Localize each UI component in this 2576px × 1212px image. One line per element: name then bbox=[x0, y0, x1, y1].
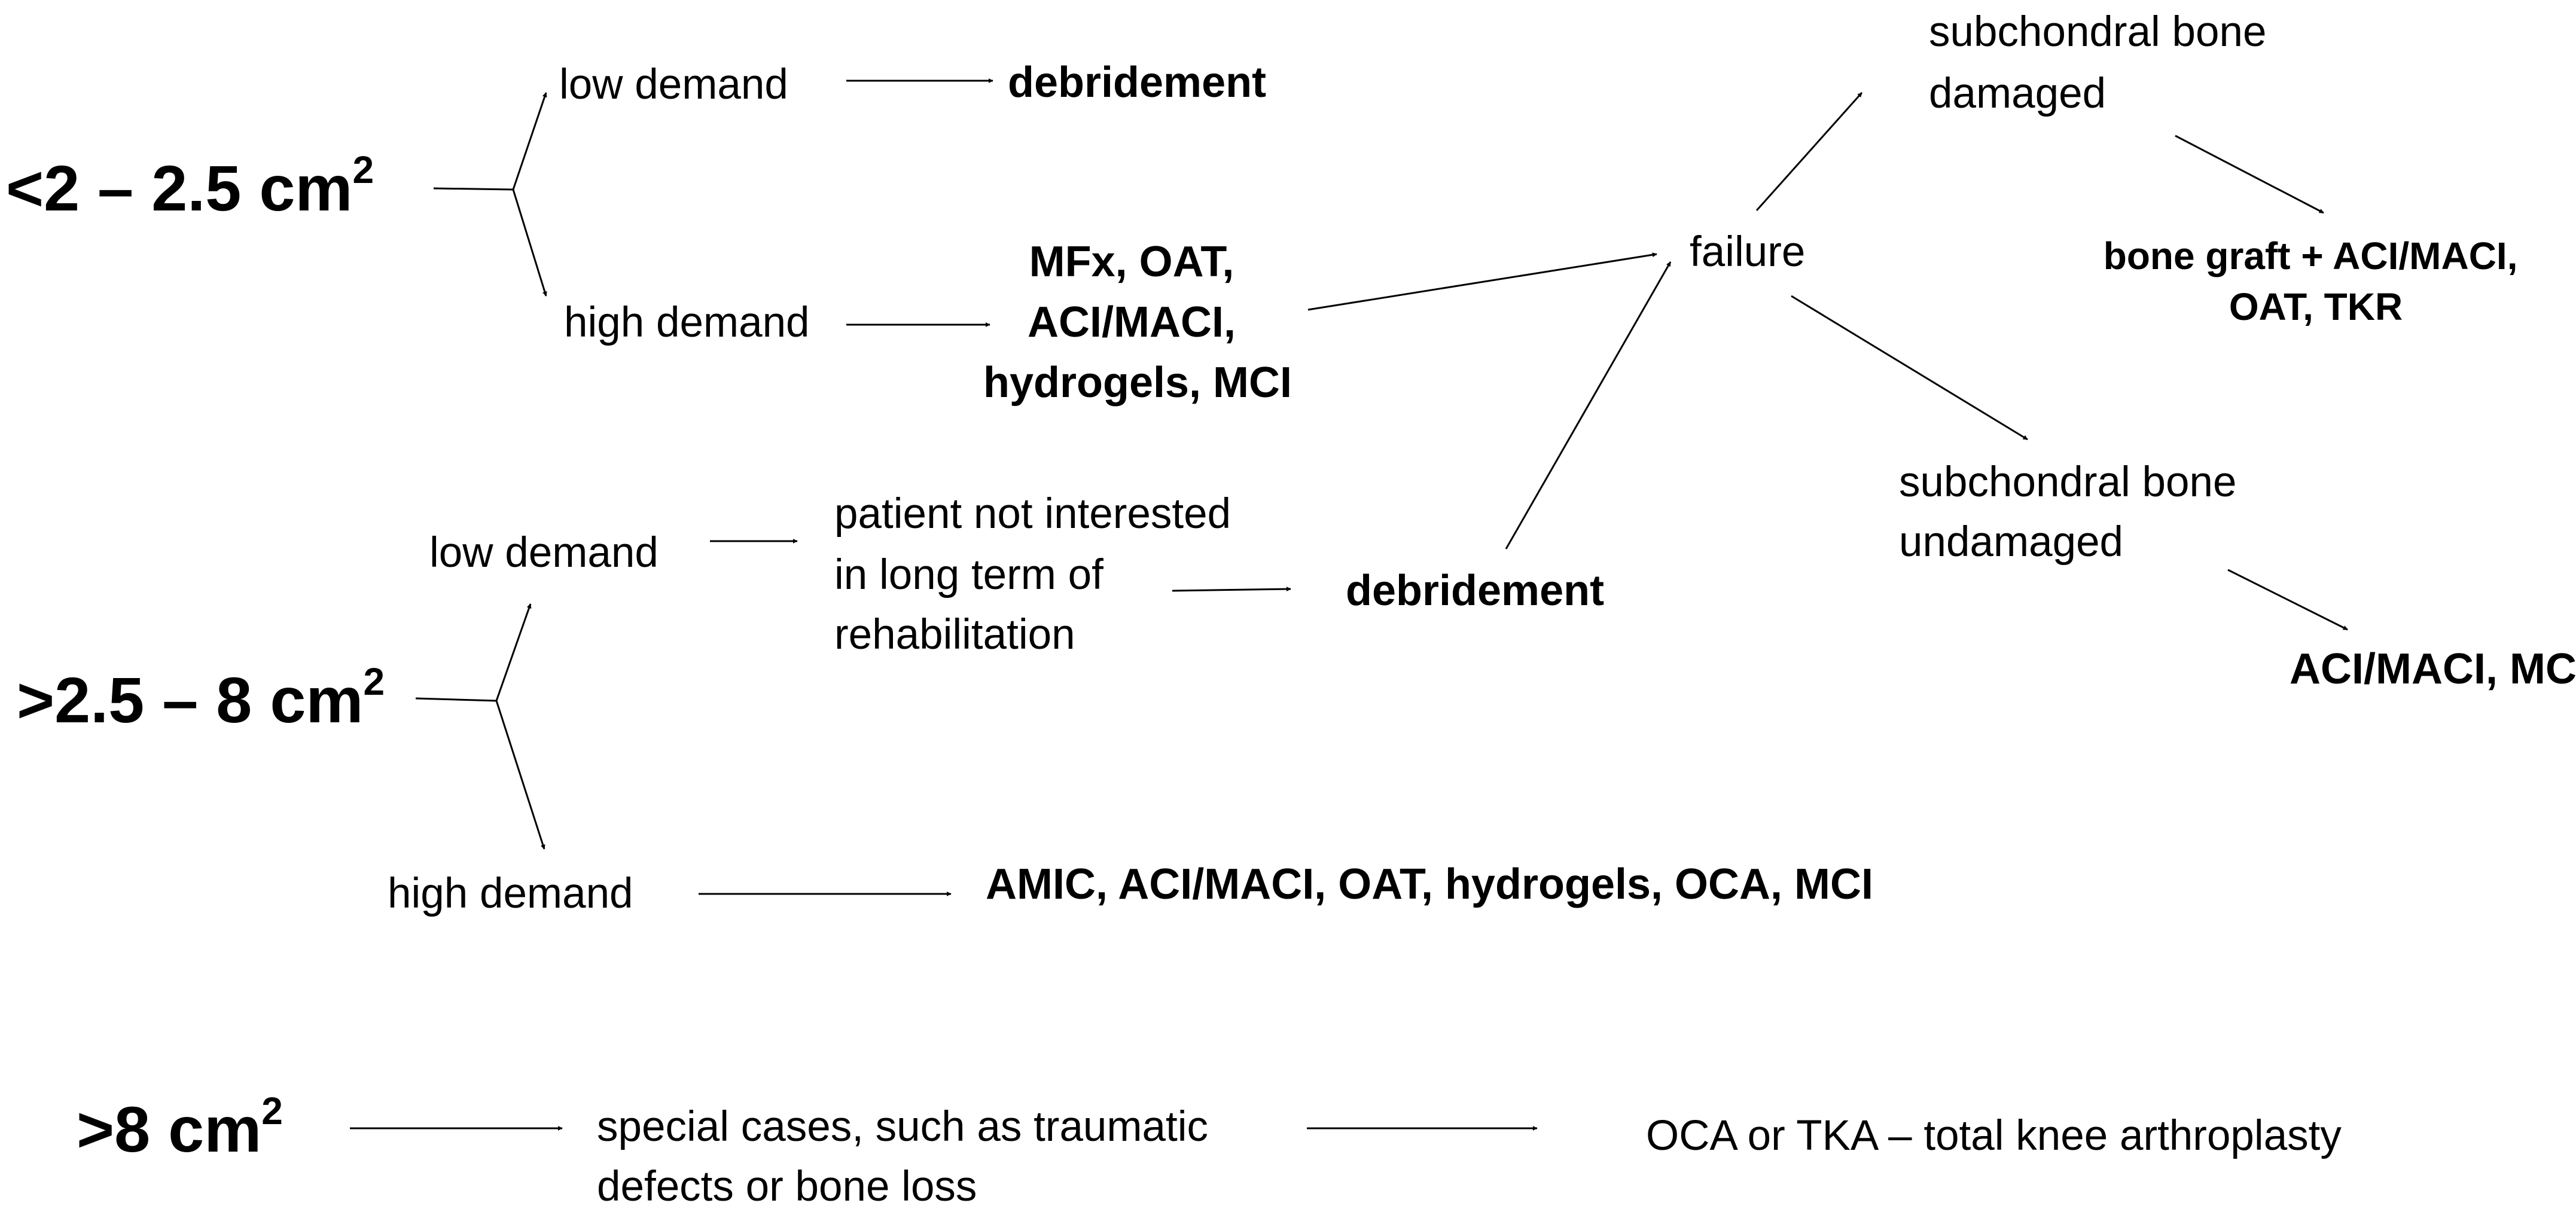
arrow-damaged-to-treatment bbox=[2175, 135, 2324, 214]
large-treatment: OCA or TKA – total knee arthroplasty bbox=[1646, 1112, 2342, 1159]
subchondral-undamaged-label: subchondral bone undamaged bbox=[1899, 459, 2248, 566]
small-low-demand-label: low demand bbox=[559, 61, 788, 108]
failure-label: failure bbox=[1690, 228, 1805, 276]
damaged-treatment: bone graft + ACI/MACI, OAT, TKR bbox=[2104, 234, 2529, 328]
arrow-small-treatment-to-failure bbox=[1307, 252, 1657, 311]
subchondral-damaged-label: subchondral bone damaged bbox=[1929, 8, 2278, 117]
medium-high-treatment: AMIC, ACI/MACI, OAT, hydrogels, OCA, MCI bbox=[986, 860, 1873, 908]
small-low-treatment: debridement bbox=[1008, 59, 1266, 106]
arrow-note-to-debridement bbox=[1172, 587, 1291, 592]
arrow-medium-debridement-to-failure bbox=[1505, 261, 1672, 549]
medium-high-demand-label: high demand bbox=[388, 870, 633, 917]
medium-low-note: patient not interested in long term of r… bbox=[834, 490, 1243, 658]
arrow-undamaged-to-treatment bbox=[2227, 569, 2348, 631]
arrow-failure-to-undamaged bbox=[1791, 295, 2028, 441]
large-note: special cases, such as traumatic defects… bbox=[597, 1103, 1220, 1210]
undamaged-treatment: ACI/MACI, MCI bbox=[2290, 645, 2576, 693]
small-high-demand-label: high demand bbox=[564, 299, 810, 346]
medium-branch-connector bbox=[415, 603, 545, 850]
size-label-medium: >2.5 – 8 cm2 bbox=[17, 660, 385, 736]
size-label-small: <2 – 2.5 cm2 bbox=[6, 148, 374, 224]
medium-low-demand-label: low demand bbox=[429, 529, 659, 576]
size-label-large: >8 cm2 bbox=[77, 1089, 283, 1165]
medium-low-treatment: debridement bbox=[1346, 567, 1604, 615]
arrow-failure-to-damaged bbox=[1755, 92, 1863, 211]
small-branch-connector bbox=[433, 92, 547, 297]
small-high-treatment: MFx, OAT, ACI/MACI, hydrogels, MCI bbox=[983, 238, 1292, 407]
